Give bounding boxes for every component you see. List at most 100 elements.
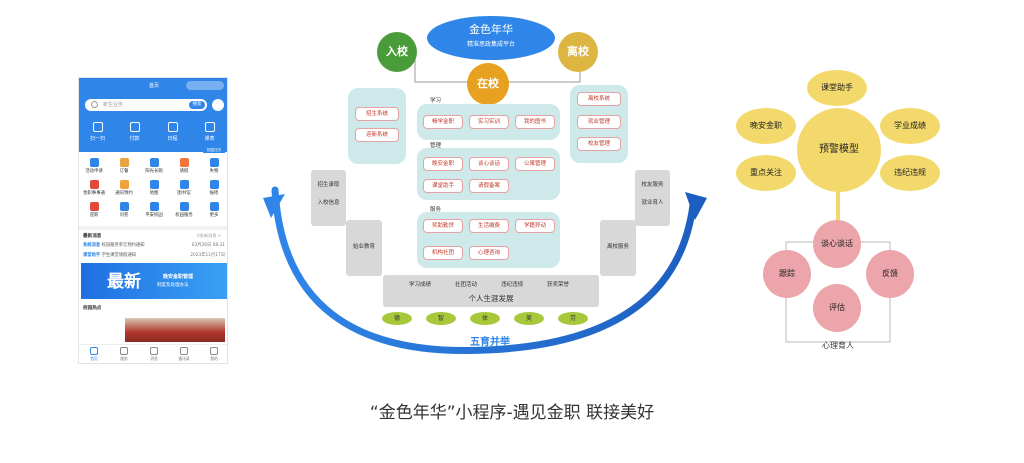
service-grid-item[interactable]: 金职事事通 <box>79 180 109 196</box>
service-label: 问卷 <box>119 213 129 218</box>
page-caption: “金色年华”小程序-遇见金职 联接美好 <box>369 403 655 423</box>
calendar-badge[interactable]: 校园日历 <box>203 147 225 153</box>
warning-item-label: 晚安金职 <box>750 121 782 130</box>
message-row[interactable]: 课堂助手 学生课堂请假通知 2023年11月17日 <box>83 252 225 260</box>
service-grid-item[interactable]: 平安校园 <box>139 202 169 218</box>
service-icon <box>149 202 159 211</box>
orientation-label: 始业教育 <box>352 244 375 250</box>
timetable-button[interactable]: 课表 <box>191 120 227 152</box>
wisdom-ellipse: 智 <box>426 312 456 325</box>
at-school-circle: 在校 <box>467 63 509 105</box>
enter-label: 入校 <box>386 45 408 58</box>
scan-icon <box>92 122 103 132</box>
service-icon <box>89 180 99 189</box>
service-icon <box>89 202 99 211</box>
tab-contacts[interactable]: 通讯录 <box>169 347 199 362</box>
entry-info-label: 入校信息 <box>317 200 340 206</box>
track-bubble: 跟踪 <box>763 250 811 298</box>
career-item: 获奖荣誉 <box>547 282 570 288</box>
labor-ellipse: 劳 <box>558 312 588 325</box>
banner-subtitle: 晚安金职管理 <box>163 274 194 280</box>
study-item: 我的图书 <box>515 115 555 129</box>
schedule-button[interactable]: 日程 <box>154 120 191 152</box>
service-icon <box>209 158 219 167</box>
welcome-system: 迎新系统 <box>355 128 399 142</box>
service-label: 地图 <box>149 191 159 196</box>
tab-bar: 首页 服务 消息 通讯录 我的 <box>79 344 227 363</box>
service-grid-item[interactable]: 活动申请 <box>79 158 109 174</box>
service-grid-item[interactable]: 迎新 <box>79 202 109 218</box>
alumni-service-box: 校友服务 就业育人 <box>635 170 670 226</box>
career-development-box: 学习成绩 社团活动 违纪违规 获奖荣誉 个人生涯发展 <box>383 275 599 307</box>
service-icon <box>209 202 219 211</box>
warning-item-bubble: 重点关注 <box>736 155 796 191</box>
tab-label: 通讯录 <box>178 356 190 361</box>
search-placeholder: 新生业务 <box>103 102 124 108</box>
contacts-icon <box>180 347 188 355</box>
warning-model-label: 预警模型 <box>819 144 859 155</box>
tab-home[interactable]: 首页 <box>79 347 109 362</box>
enrollment-box <box>348 88 406 164</box>
service-grid-item[interactable]: 图书馆 <box>169 180 199 196</box>
tab-service[interactable]: 服务 <box>109 347 139 362</box>
tab-messages[interactable]: 消息 <box>139 347 169 362</box>
pay-button[interactable]: 付款 <box>116 120 153 152</box>
service-grid-item[interactable]: 更多 <box>199 202 227 218</box>
service-grid-item[interactable]: 报修 <box>199 180 227 196</box>
pay-label: 付款 <box>129 136 140 142</box>
message-row[interactable]: 系统消息 校园服务单元预约通知 03月26日 08:31 <box>83 242 225 250</box>
home-icon <box>90 347 98 355</box>
pay-icon <box>129 122 140 132</box>
service-grid-item[interactable]: 订餐 <box>109 158 139 174</box>
service-label: 请假 <box>179 169 189 174</box>
visibility-icon[interactable] <box>212 99 224 111</box>
service-item: 机构社团 <box>423 246 463 260</box>
section-study-label: 学习 <box>430 98 442 104</box>
service-grid-item[interactable]: 校园服务 <box>169 202 199 218</box>
talk-label: 谈心谈话 <box>821 239 853 248</box>
capsule-menu-icon[interactable] <box>186 81 224 90</box>
divider <box>79 226 227 230</box>
enter-school-circle: 入校 <box>377 32 417 72</box>
service-item: 生活缴费 <box>469 219 509 233</box>
news-banner[interactable]: 最新 晚安金职管理 制度及处理办法 <box>81 263 227 299</box>
warning-item-bubble: 违纪违规 <box>880 155 940 191</box>
apps-icon <box>120 347 128 355</box>
timetable-label: 课表 <box>204 136 215 142</box>
service-label: 订餐 <box>119 169 129 174</box>
service-grid-item[interactable]: 请假 <box>169 158 199 174</box>
tab-profile[interactable]: 我的 <box>199 347 227 362</box>
tab-label: 服务 <box>120 356 128 361</box>
search-input[interactable]: 新生业务 搜索 <box>85 99 207 111</box>
campus-photo[interactable] <box>125 318 225 342</box>
messages-more-link[interactable]: 0条新消息 > <box>197 233 222 238</box>
tab-label: 消息 <box>150 356 158 361</box>
service-grid-item[interactable]: 阳光长跑 <box>139 158 169 174</box>
scan-button[interactable]: 扫一扫 <box>79 120 116 152</box>
service-grid-item[interactable]: 问卷 <box>109 202 139 218</box>
evaluate-bubble: 评估 <box>813 284 861 332</box>
career-title: 个人生涯发展 <box>468 294 514 303</box>
service-label: 通讯预约 <box>115 191 133 196</box>
service-grid-item[interactable]: 地图 <box>139 180 169 196</box>
service-icon <box>119 158 129 167</box>
body-ellipse: 体 <box>470 312 500 325</box>
admission-label: 招生录取 <box>317 182 340 188</box>
at-school-label: 在校 <box>477 77 499 90</box>
warning-item-bubble: 课堂助手 <box>807 70 867 106</box>
service-label: 校园服务 <box>175 213 193 218</box>
messages-title: 最新消息 <box>83 234 102 239</box>
message-tag: 系统消息 <box>83 243 101 248</box>
study-item: 实习实训 <box>469 115 509 129</box>
orientation-box: 始业教育 <box>346 220 382 276</box>
service-label: 活动申请 <box>85 169 103 174</box>
service-label: 失物 <box>209 169 219 174</box>
service-icon <box>209 180 219 189</box>
service-icon <box>149 180 159 189</box>
service-grid-item[interactable]: 通讯预约 <box>109 180 139 196</box>
service-grid-item[interactable]: 失物 <box>199 158 227 174</box>
search-button[interactable]: 搜索 <box>189 101 205 109</box>
service-icon <box>179 158 189 167</box>
service-icon <box>149 158 159 167</box>
service-icon <box>119 180 129 189</box>
